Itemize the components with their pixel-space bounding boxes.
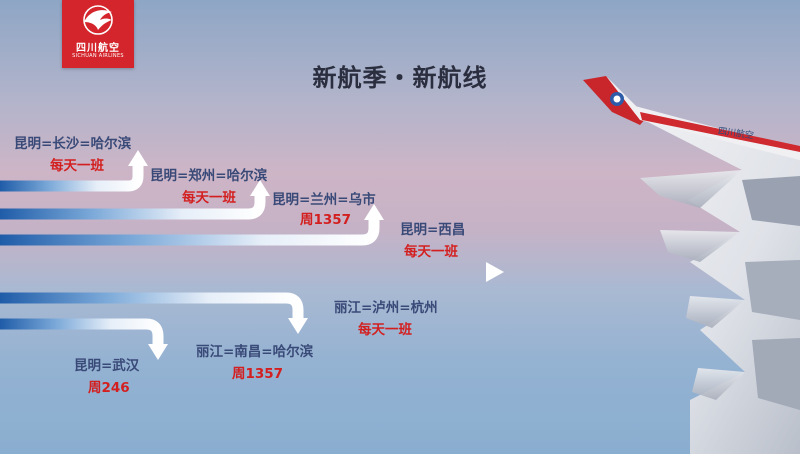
route-frequency-5: 每天一班 [358,322,412,338]
route-label-3: 昆明=兰州=乌市 [272,192,376,208]
phoenix-bird-icon [83,5,113,35]
route-label-6: 昆明=武汉 [74,358,140,374]
logo-name-en: SICHUAN AIRLINES [72,53,124,59]
arrow-route-4 [0,262,504,282]
route-frequency-4: 每天一班 [404,244,458,260]
route-label-4: 昆明=西昌 [400,222,466,238]
logo-name-cn: 四川航空 [76,43,120,54]
route-label-1: 昆明=长沙=哈尔滨 [14,136,132,152]
arrow-route-2 [0,180,270,220]
route-label-2: 昆明=郑州=哈尔滨 [150,168,268,184]
arrow-route-3 [0,204,384,246]
route-label-7: 丽江=南昌=哈尔滨 [196,344,314,360]
route-frequency-1: 每天一班 [50,158,104,174]
arrow-route-1 [0,150,148,192]
route-frequency-2: 每天一班 [182,190,236,206]
route-frequency-6: 周246 [88,380,130,396]
page-title: 新航季・新航线 [312,64,488,92]
arrow-route-6 [0,318,168,360]
airline-logo: 四川航空 SICHUAN AIRLINES [62,0,134,68]
route-frequency-7: 周1357 [232,366,284,382]
arrow-route-5 [0,292,308,334]
route-frequency-3: 周1357 [300,212,352,228]
route-label-5: 丽江=泸州=杭州 [334,300,438,316]
